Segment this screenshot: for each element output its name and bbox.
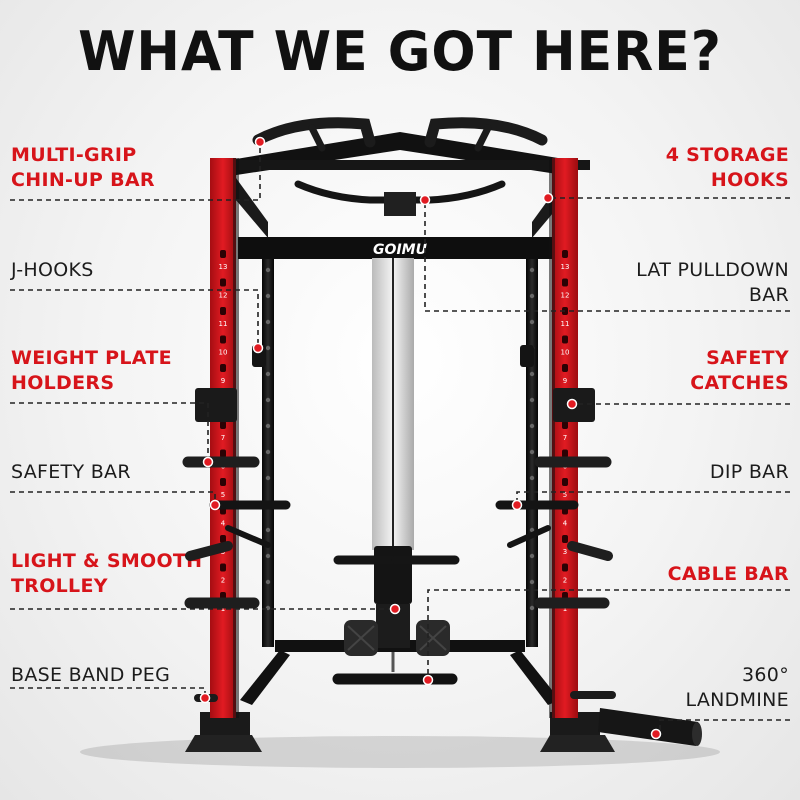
hole-number: 11 xyxy=(561,320,570,328)
hole-number: 9 xyxy=(563,377,567,385)
hole-number: 5 xyxy=(563,491,567,499)
page-title: WHAT WE GOT HERE? xyxy=(78,20,722,84)
upright-hole xyxy=(562,421,568,429)
upright-hole xyxy=(220,364,226,372)
hole-number: 12 xyxy=(219,292,228,300)
upright-hole xyxy=(562,250,568,258)
hole-number: 7 xyxy=(563,434,567,442)
cable-bar xyxy=(332,652,458,685)
hole-number: 7 xyxy=(221,434,225,442)
hole-number: 1 xyxy=(563,605,567,613)
rear-hole xyxy=(265,423,271,429)
rear-hole xyxy=(265,579,271,585)
upright-hole xyxy=(562,535,568,543)
rear-hole xyxy=(265,267,271,273)
hole-number: 12 xyxy=(561,292,570,300)
rear-hole xyxy=(529,605,535,611)
rear-hole xyxy=(265,371,271,377)
upright-hole xyxy=(220,307,226,315)
label-safety-bar: SAFETY BAR xyxy=(11,461,131,483)
hole-number: 10 xyxy=(561,349,570,357)
upright-hole xyxy=(562,364,568,372)
lat-pulldown-bar xyxy=(294,180,506,216)
hole-number: 2 xyxy=(563,577,567,585)
rear-hole xyxy=(265,449,271,455)
rear-upright-left xyxy=(262,252,274,647)
rear-hole xyxy=(529,371,535,377)
upright-hole xyxy=(562,278,568,287)
trolley xyxy=(333,546,460,648)
upright-hole xyxy=(562,563,568,572)
rear-hole xyxy=(529,553,535,559)
rear-hole xyxy=(265,475,271,481)
hole-number: 1 xyxy=(221,605,225,613)
hole-number: 5 xyxy=(221,491,225,499)
hole-number: 13 xyxy=(219,263,228,271)
upright-hole xyxy=(220,535,226,543)
rear-hole xyxy=(265,527,271,533)
rear-hole xyxy=(529,397,535,403)
marker-dots xyxy=(199,136,662,740)
label-dip-bar: DIP BAR xyxy=(709,461,789,483)
rear-hole xyxy=(529,475,535,481)
upright-hole xyxy=(220,335,226,344)
upright-hole xyxy=(220,278,226,287)
upright-hole xyxy=(562,449,568,458)
rear-hole xyxy=(529,423,535,429)
landmine xyxy=(570,691,702,746)
rear-hole xyxy=(265,553,271,559)
hole-number: 13 xyxy=(561,263,570,271)
hole-number: 10 xyxy=(219,349,228,357)
rear-hole xyxy=(265,345,271,351)
label-base-band-peg: BASE BAND PEG xyxy=(11,664,171,686)
label-j-hooks: J-HOOKS xyxy=(11,259,94,281)
hole-number: 4 xyxy=(563,520,568,528)
label-360-landmine: 360°LANDMINE xyxy=(685,664,789,711)
rear-hole xyxy=(529,579,535,585)
rear-hole xyxy=(529,527,535,533)
hole-number: 11 xyxy=(219,320,228,328)
hole-number: 3 xyxy=(563,548,567,556)
hole-number: 4 xyxy=(221,520,226,528)
upright-hole xyxy=(220,563,226,572)
rear-hole xyxy=(265,293,271,299)
upright-hole xyxy=(220,421,226,429)
hole-number: 2 xyxy=(221,577,225,585)
upright-hole xyxy=(562,335,568,344)
rear-hole xyxy=(529,449,535,455)
hole-number: 9 xyxy=(221,377,225,385)
upright-hole xyxy=(220,449,226,458)
upright-hole xyxy=(562,478,568,486)
base-frame xyxy=(185,640,615,752)
rear-hole xyxy=(529,293,535,299)
multi-grip-chin-up-bar xyxy=(252,117,548,152)
rear-hole xyxy=(529,319,535,325)
weight-plate-holders xyxy=(182,456,613,609)
leg-roller-pads xyxy=(344,620,450,656)
upright-hole xyxy=(220,250,226,258)
upright-hole xyxy=(220,478,226,486)
label-cable-bar: CABLE BAR xyxy=(667,563,789,585)
floor-shadow xyxy=(80,736,720,768)
rear-hole xyxy=(529,267,535,273)
rear-hole xyxy=(265,319,271,325)
brand-logo: GOIMU xyxy=(373,242,428,258)
rear-hole xyxy=(265,397,271,403)
